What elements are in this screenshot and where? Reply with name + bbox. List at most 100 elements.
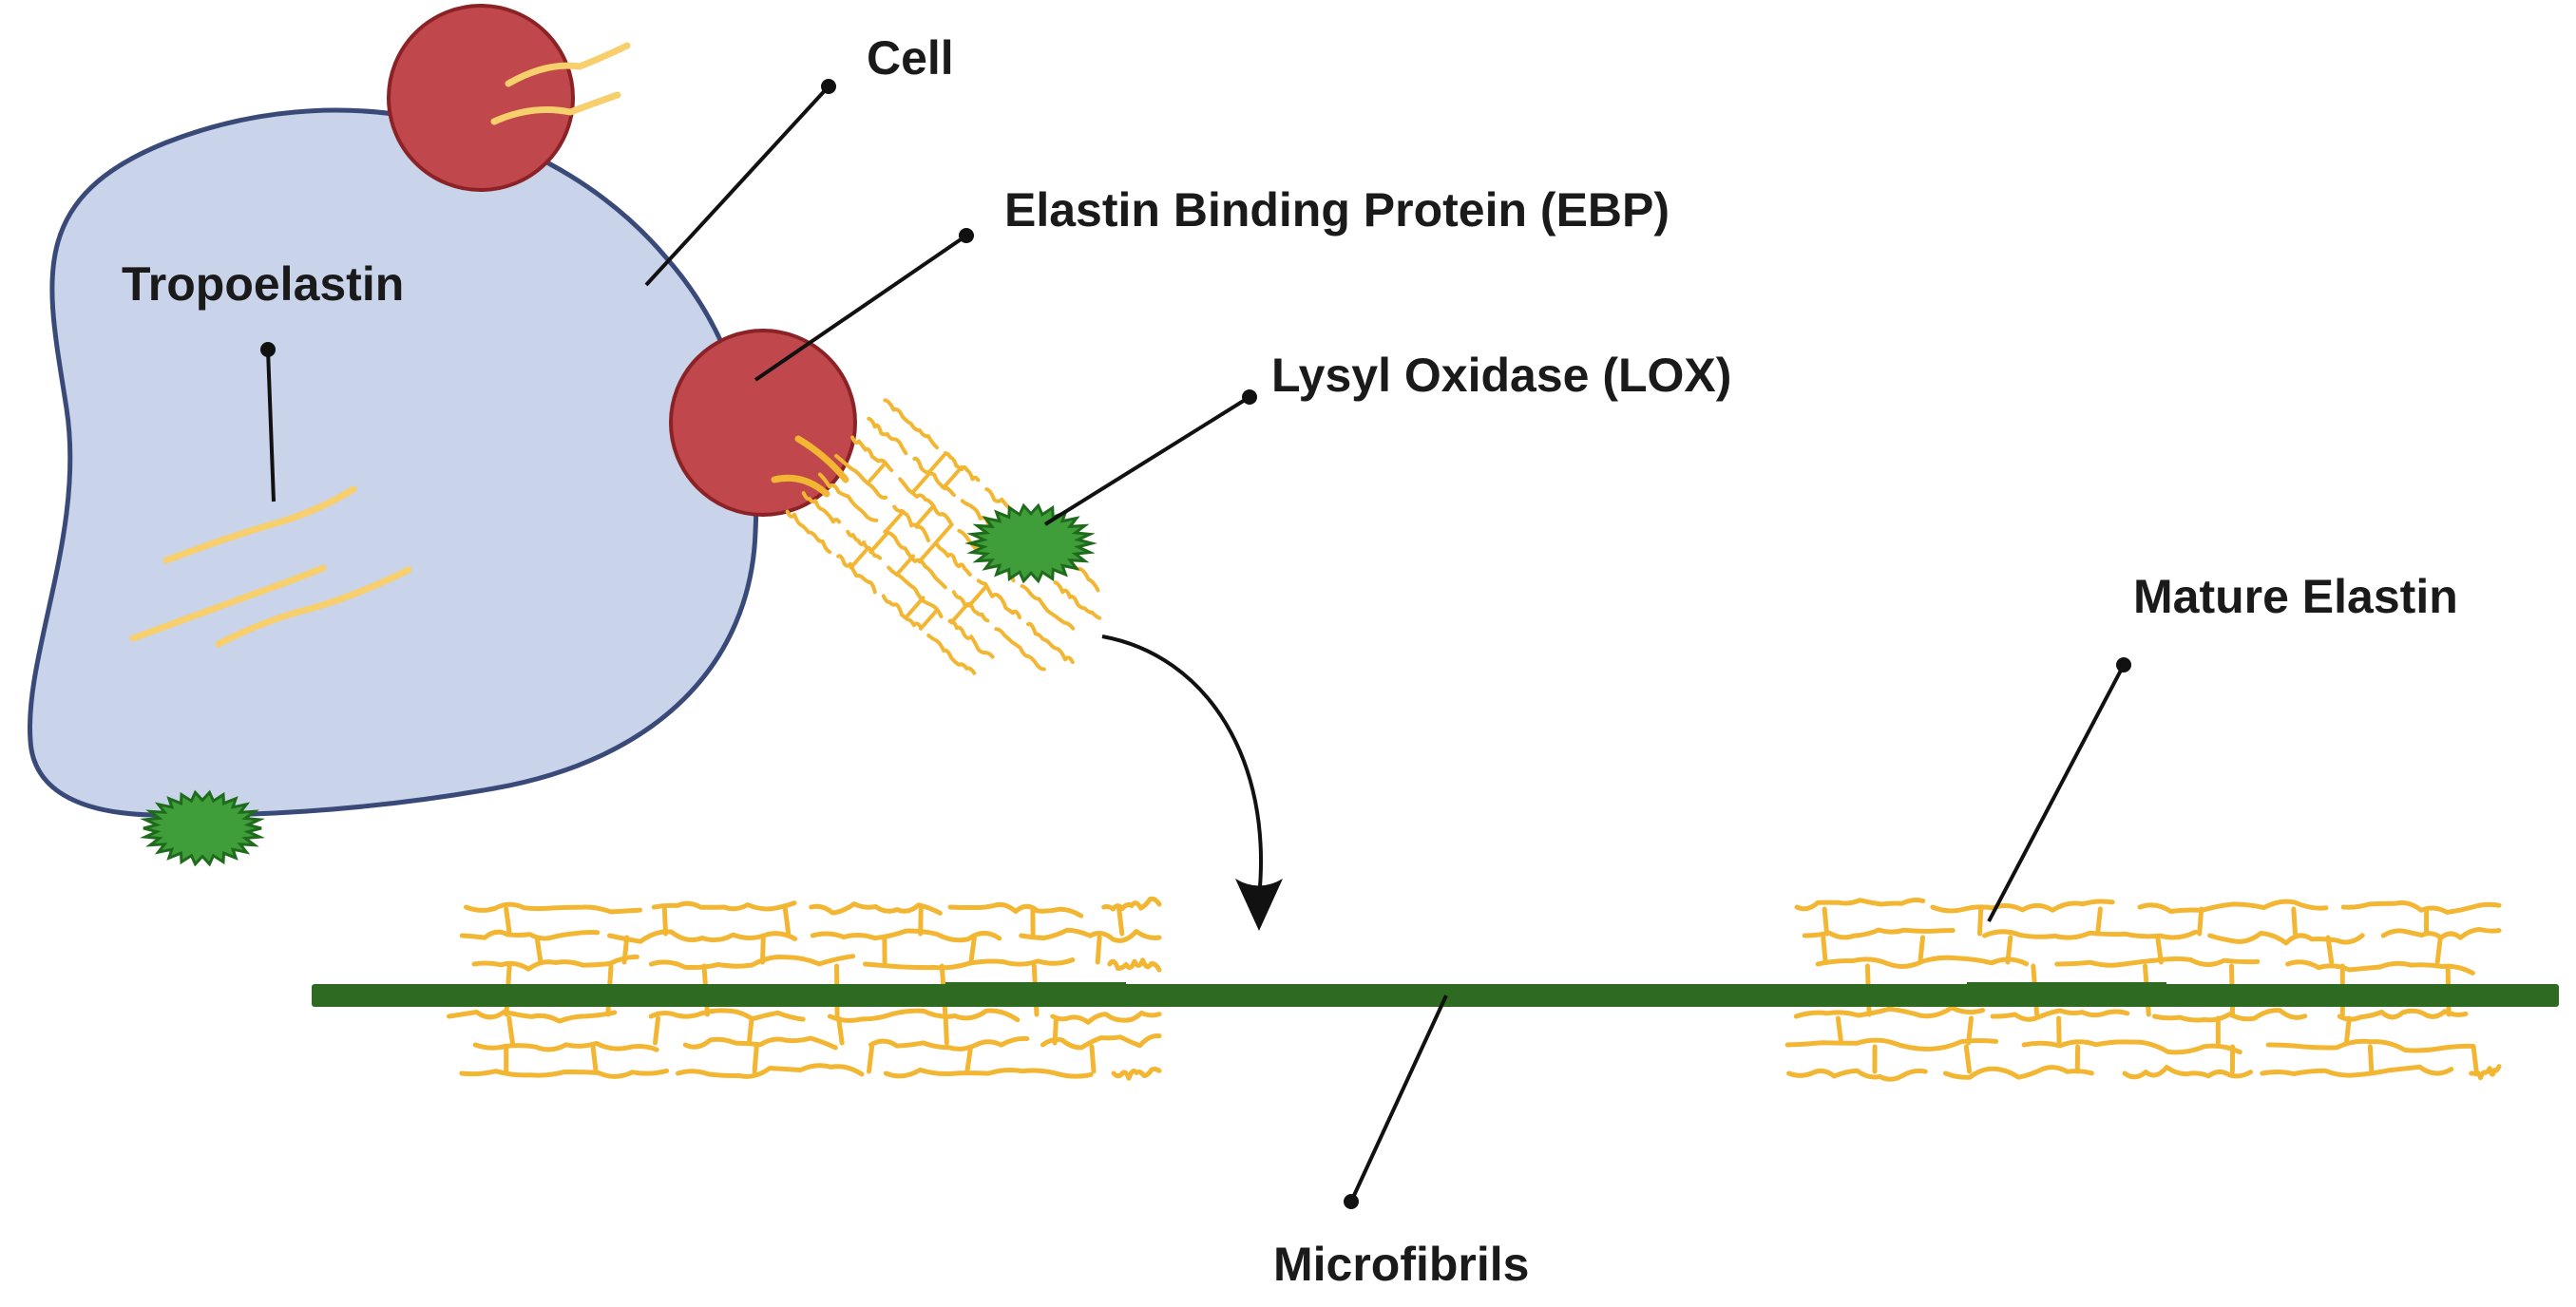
elastin-strand <box>917 540 938 564</box>
elastin-strand <box>1821 935 1828 965</box>
elastin-strand <box>810 928 1002 943</box>
elastin-strand <box>894 554 915 578</box>
elastin-strand <box>2122 1065 2253 1080</box>
elastin-strand <box>912 456 956 498</box>
elastin-strand <box>648 954 856 971</box>
elastin-strand <box>943 464 964 488</box>
elastin-strand <box>801 491 842 524</box>
tropoelastin-strands <box>129 485 412 648</box>
elastin-strand <box>2197 906 2204 937</box>
elastin-strand <box>947 618 995 659</box>
elastin-strand <box>926 634 977 675</box>
elastin-strand <box>447 1009 618 1024</box>
lysyl-oxidase-blob-cell <box>140 789 265 867</box>
elastin-strand <box>590 1044 599 1074</box>
elastin-strand <box>676 1063 865 1079</box>
elastin-strand <box>785 509 832 554</box>
elastin-strand <box>867 416 908 456</box>
elastin-strand <box>746 1015 754 1046</box>
elastin-strand <box>2285 959 2475 976</box>
elastin-strand <box>1111 1067 1162 1081</box>
elastin-strand <box>459 929 601 941</box>
elastin-strand <box>1822 906 1829 937</box>
elastin-strand <box>2260 1064 2454 1078</box>
elastin-strand <box>782 906 792 937</box>
elastin-strand <box>1982 929 2198 940</box>
elastin-strand <box>2151 1008 2308 1023</box>
elastin-strand <box>1784 1037 1999 1051</box>
elastin-strand <box>1020 584 1076 631</box>
elastin-strand <box>2340 900 2502 915</box>
elastin-strand <box>504 906 512 937</box>
label-lox: Lysyl Oxidase (LOX) <box>1271 349 1731 402</box>
elastin-strand <box>919 608 940 631</box>
mature-elastin-mesh-right <box>1784 898 2502 1082</box>
assembly-arrow <box>1101 635 1283 931</box>
elastin-strand <box>809 901 943 916</box>
label-ebp: Elastin Binding Protein (EBP) <box>1004 183 1670 237</box>
elastin-strand <box>1835 1015 1844 1046</box>
ebp-receptor-top <box>387 4 631 192</box>
elastin-strand <box>866 463 887 485</box>
elastin-strand <box>935 542 972 577</box>
elastin-strand <box>1802 927 1956 940</box>
elastin-strand <box>471 954 639 972</box>
elastin-strand <box>1942 1065 2094 1080</box>
elastin-strand <box>2469 1064 2502 1081</box>
elastin-strand <box>868 531 889 554</box>
elastin-strand <box>1107 957 1162 973</box>
elastin-strand <box>752 1044 759 1074</box>
elastin-strand <box>2095 906 2103 937</box>
label-tropoelastin: Tropoelastin <box>122 257 404 311</box>
elastin-strand <box>863 957 1076 971</box>
elastin-strand <box>898 477 953 525</box>
elastin-strand <box>1930 899 2115 914</box>
elastin-strand <box>653 1015 660 1046</box>
elastin-strand <box>883 398 939 450</box>
elastin-strand <box>964 1044 974 1074</box>
elastin-strand <box>1793 1005 1986 1019</box>
leader-lines <box>260 79 2131 1209</box>
elastin-strand <box>1786 1068 1928 1082</box>
elastin-strand <box>1026 621 1075 665</box>
elastin-strand <box>1101 896 1162 912</box>
cell-body <box>27 107 759 818</box>
elastin-strand <box>472 1040 659 1052</box>
elastin-strand <box>911 470 932 494</box>
elastin-strand <box>817 472 879 522</box>
label-microfibrils: Microfibrils <box>1273 1238 1529 1291</box>
elastin-strand <box>836 1015 845 1046</box>
microfibril-bar <box>312 984 2559 1007</box>
ebp-receptor-right <box>669 329 857 517</box>
elastin-strand <box>682 1035 838 1051</box>
elastin-strand <box>947 901 1084 919</box>
elastin-strand <box>867 1044 875 1074</box>
elastin-strand <box>868 1035 1030 1051</box>
elastin-strand <box>883 511 904 534</box>
elastin-strand <box>2325 935 2335 965</box>
elastin-strand <box>883 1067 1094 1079</box>
elastin-strand <box>892 504 930 542</box>
lysyl-oxidase-blob <box>964 502 1097 584</box>
elastin-strand <box>943 1015 949 1046</box>
elastin-strand <box>1794 898 1926 912</box>
elastin-strand <box>994 627 1046 672</box>
elastin-strand <box>849 546 869 570</box>
elastin-strand <box>976 578 1021 619</box>
elastin-strand <box>1918 935 1925 965</box>
elastin-strand <box>506 1015 515 1046</box>
elastin-strand <box>648 1008 806 1022</box>
elastin-strand <box>951 590 990 623</box>
elastin-strand <box>1963 1044 1973 1074</box>
elastin-strand <box>2343 1015 2352 1046</box>
elastin-strand <box>887 565 944 618</box>
elastin-strand <box>459 1068 670 1079</box>
elastin-strand <box>1116 906 1125 937</box>
elastin-strand <box>883 529 947 590</box>
elastin-strand <box>1990 1008 2130 1022</box>
elastin-strand <box>1815 955 2030 969</box>
elastin-strand <box>1040 1032 1162 1051</box>
elastin-strand <box>927 451 948 474</box>
elastin-strand <box>2434 935 2443 965</box>
elastin-strand <box>850 435 894 473</box>
